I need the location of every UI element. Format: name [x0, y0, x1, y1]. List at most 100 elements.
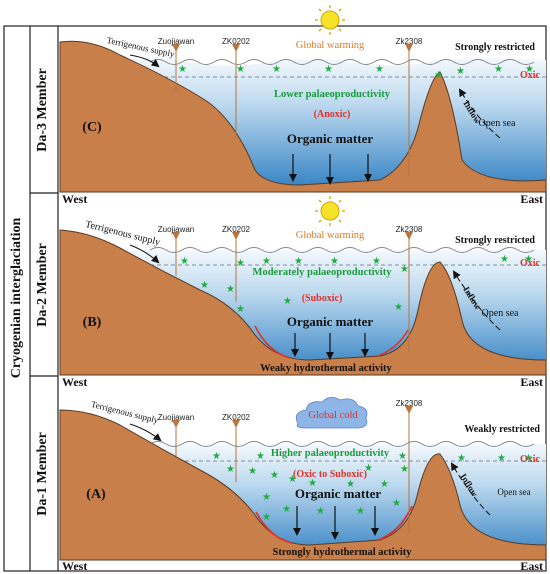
svg-text:★: ★: [398, 451, 407, 462]
svg-text:★: ★: [294, 256, 303, 267]
climate-label: Global warming: [296, 230, 365, 241]
svg-text:★: ★: [494, 64, 503, 75]
svg-text:★: ★: [180, 256, 189, 267]
svg-text:★: ★: [497, 453, 506, 464]
basin-land: [59, 229, 547, 376]
sea-surface: [149, 247, 535, 253]
well-zk0202: ZK0202: [222, 225, 251, 234]
svg-text:★: ★: [226, 464, 235, 475]
svg-text:★: ★: [236, 304, 245, 315]
svg-text:★: ★: [372, 256, 381, 267]
well-zk0202: ZK0202: [222, 37, 251, 46]
svg-text:★: ★: [456, 66, 465, 77]
east-label: East: [520, 559, 543, 573]
basin-land: [59, 40, 547, 193]
organic-label: Organic matter: [287, 131, 374, 146]
svg-text:★: ★: [524, 254, 533, 265]
sea-surface: [149, 59, 535, 65]
open-sea-label: Open sea: [479, 118, 516, 129]
svg-text:★: ★: [400, 264, 409, 275]
star-markers: ★★★ ★★★ ★★★ ★★★ ★★: [180, 254, 533, 315]
svg-text:★: ★: [525, 64, 534, 75]
east-label: East: [520, 192, 543, 206]
svg-text:★: ★: [375, 64, 384, 75]
svg-text:★: ★: [212, 451, 221, 462]
panel-letter: (C): [82, 120, 102, 135]
svg-text:★: ★: [364, 463, 373, 474]
well-zk2308: Zk2308: [396, 225, 423, 234]
productivity-label: Higher palaeoproductivity: [271, 448, 390, 459]
sea-surface: [149, 441, 535, 447]
svg-text:★: ★: [200, 280, 209, 291]
svg-text:★: ★: [356, 506, 365, 517]
panel-letter: (A): [86, 487, 106, 502]
svg-text:★: ★: [500, 254, 509, 265]
west-label: West: [62, 192, 87, 206]
cloud-icon: [295, 397, 368, 429]
svg-text:★: ★: [226, 284, 235, 295]
svg-text:★: ★: [236, 64, 245, 75]
west-label: West: [62, 375, 87, 389]
member-label-a: Da-1 Member: [35, 432, 50, 516]
svg-text:★: ★: [308, 478, 317, 489]
sun-icon: [315, 196, 345, 226]
panel-c: Zuojiawan ZK0202 Zk2308 Global warming S…: [59, 5, 547, 206]
climate-label: Global warming: [296, 40, 365, 51]
sun-icon: [315, 5, 345, 35]
well-zuojiawan: Zuojiawan: [158, 413, 194, 422]
well-zk2308: Zk2308: [396, 37, 423, 46]
svg-text:★: ★: [236, 258, 245, 269]
member-label-b: Da-2 Member: [35, 243, 50, 327]
oxic-label: Oxic: [520, 70, 541, 81]
productivity-label: Moderately palaeoproductivity: [253, 267, 393, 278]
svg-text:★: ★: [262, 512, 271, 523]
well-zuojiawan: Zuojiawan: [158, 37, 194, 46]
side-title: Cryogenian interglaciation: [9, 217, 24, 378]
restriction-label: Strongly restricted: [455, 235, 535, 246]
climate-label: Global cold: [308, 410, 358, 421]
svg-text:★: ★: [178, 64, 187, 75]
oxic-label: Oxic: [520, 258, 541, 269]
redox-label: (Suboxic): [302, 293, 343, 304]
svg-text:★: ★: [272, 64, 281, 75]
member-label-c: Da-3 Member: [35, 68, 50, 152]
productivity-label: Lower palaeoproductivity: [274, 89, 391, 100]
svg-text:★: ★: [330, 256, 339, 267]
organic-label: Organic matter: [295, 486, 382, 501]
svg-text:★: ★: [392, 498, 401, 509]
redox-label: (Oxic to Suboxic): [293, 469, 367, 480]
well-zuojiawan: Zuojiawan: [158, 225, 194, 234]
svg-text:★: ★: [457, 453, 466, 464]
well-zk0202: ZK0202: [222, 413, 251, 422]
oxic-label: Oxic: [520, 454, 541, 465]
svg-text:★: ★: [270, 470, 279, 481]
star-markers: ★ ★ ★ ★ ★ ★ ★ ★ ★: [178, 64, 534, 81]
svg-text:★: ★: [324, 64, 333, 75]
svg-text:★: ★: [262, 492, 271, 503]
svg-text:★: ★: [283, 296, 292, 307]
well-zk2308: Zk2308: [396, 399, 423, 408]
svg-text:★: ★: [380, 479, 389, 490]
restriction-label: Weakly restricted: [464, 424, 540, 435]
hydrothermal-label: Weaky hydrothermal activity: [260, 363, 392, 374]
star-markers: ★★★ ★★★ ★★★ ★★★ ★★★ ★★★ ★★★: [212, 451, 533, 523]
redox-label: (Anoxic): [314, 109, 351, 120]
svg-text:★: ★: [248, 466, 257, 477]
svg-text:★: ★: [262, 256, 271, 267]
organic-label: Organic matter: [287, 314, 374, 329]
restriction-label: Strongly restricted: [455, 42, 535, 53]
open-sea-label: Open sea: [497, 487, 530, 497]
panel-a: Zuojiawan ZK0202 Zk2308 Global cold Weak…: [59, 397, 547, 573]
svg-text:★: ★: [394, 302, 403, 313]
svg-text:★: ★: [282, 504, 291, 515]
svg-text:★: ★: [434, 70, 443, 81]
panel-letter: (B): [83, 315, 102, 330]
svg-text:★: ★: [524, 453, 533, 464]
svg-text:★: ★: [288, 474, 297, 485]
west-label: West: [62, 559, 87, 573]
open-sea-label: Open sea: [482, 308, 519, 319]
svg-text:★: ★: [400, 464, 409, 475]
svg-text:★: ★: [346, 479, 355, 490]
panel-b: Zuojiawan ZK0202 Zk2308 Global warming S…: [59, 196, 547, 389]
